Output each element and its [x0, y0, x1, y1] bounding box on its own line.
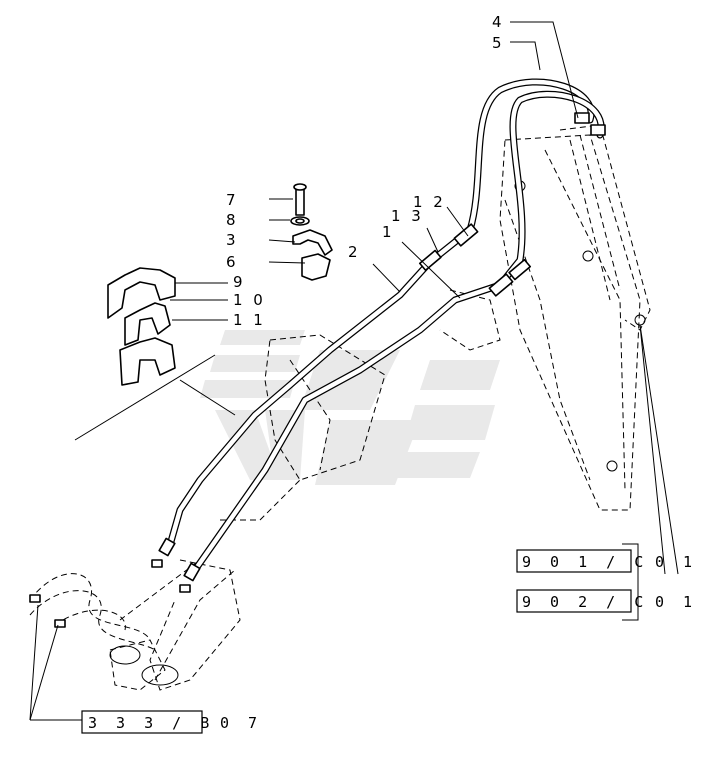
callout-4: 4	[492, 13, 505, 31]
bracket-parts	[107, 267, 176, 386]
callout-labels: 7 8 3 6 9 1 0 1 1 2 1 1 3 1 2 4 5	[226, 13, 505, 329]
callout-11: 1 1	[233, 311, 266, 329]
callout-5: 5	[492, 34, 505, 52]
reference-bracket	[622, 543, 639, 621]
bracket-10-icon	[124, 302, 171, 346]
reference-code: 9 0 2 / C	[522, 593, 648, 611]
reference-box-902[interactable]: 9 0 2 / C 0 1	[516, 589, 697, 613]
reference-suffix: 0 1	[655, 593, 697, 611]
callout-6: 6	[226, 253, 239, 271]
reference-suffix: 0 1	[655, 553, 697, 571]
callout-13: 1 3	[391, 207, 424, 225]
callout-9: 9	[233, 273, 246, 291]
clamp-base-icon	[301, 253, 331, 281]
callout-1: 1	[382, 223, 395, 241]
callout-7: 7	[226, 191, 239, 209]
callout-2: 2	[348, 243, 361, 261]
leader-lines	[29, 21, 679, 721]
callout-8: 8	[226, 211, 239, 229]
bracket-9-icon	[107, 267, 176, 319]
reference-code: 9 0 1 / C	[522, 553, 648, 571]
callout-3: 3	[226, 231, 239, 249]
reference-code: 3 3 3 / B	[88, 714, 214, 732]
reference-suffix: 0 7	[220, 714, 262, 732]
reference-box-901[interactable]: 9 0 1 / C 0 1	[516, 549, 697, 573]
reference-box-333[interactable]: 3 3 3 / B 0 7	[81, 710, 262, 734]
callout-10: 1 0	[233, 291, 266, 309]
callout-12: 1 2	[413, 193, 446, 211]
watermark-logo	[200, 330, 500, 485]
boom-outline	[29, 124, 651, 691]
clamp-assembly	[290, 183, 333, 281]
clamp-icon	[292, 229, 333, 256]
hose-lines	[29, 78, 606, 628]
bracket-11-icon	[119, 337, 176, 386]
bolt-icon	[295, 186, 305, 216]
